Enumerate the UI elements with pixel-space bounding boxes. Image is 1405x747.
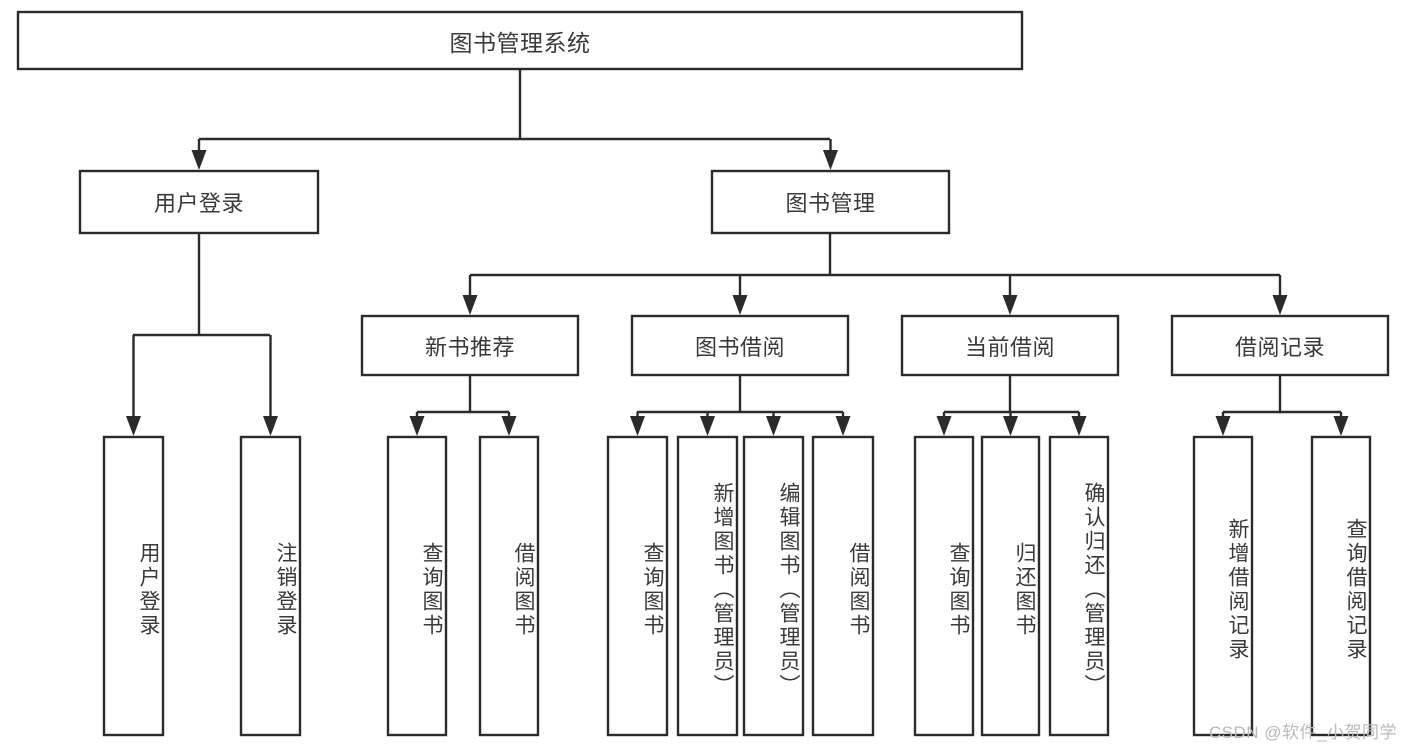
node-box-leaf-query-book-2[interactable] [606,435,669,737]
node-box-leaf-query-record[interactable] [1310,435,1372,737]
arrow-head-icon [126,416,141,436]
node-box-leaf-add-record[interactable] [1192,435,1254,737]
arrow-head-icon [936,416,952,436]
node-box-leaf-edit-book[interactable] [742,435,805,737]
node-box-new-book-rec[interactable] [360,314,580,377]
node-box-leaf-logout[interactable] [239,435,302,737]
node-box-book-borrow[interactable] [630,314,850,377]
arrow-head-icon [462,295,478,315]
node-box-leaf-query-book-1[interactable] [386,435,448,737]
node-box-leaf-query-book-3[interactable] [913,435,975,737]
arrow-head-icon [1002,295,1018,315]
arrow-head-icon [835,416,851,436]
node-box-leaf-borrow-book-1[interactable] [478,435,540,737]
arrow-head-icon [630,416,645,436]
arrow-head-icon [766,416,781,436]
node-box-leaf-return-book[interactable] [980,435,1041,737]
arrow-head-icon [1215,416,1231,436]
arrow-head-icon [732,295,748,315]
node-box-book-mgmt[interactable] [710,169,951,235]
node-box-leaf-user-login[interactable] [102,435,165,737]
arrow-head-icon [501,416,517,436]
arrow-head-icon [1333,416,1349,436]
arrow-head-icon [409,416,425,436]
boxes-group [16,10,1390,737]
node-box-user-login[interactable] [78,169,320,235]
arrow-head-icon [1003,416,1018,436]
node-box-leaf-confirm-return[interactable] [1048,435,1110,737]
arrow-head-icon [1071,416,1087,436]
arrow-head-icon [263,416,278,436]
arrow-head-icon [1272,295,1288,315]
node-box-root[interactable] [16,10,1024,71]
node-box-leaf-add-book[interactable] [676,435,739,737]
node-box-current-borrow[interactable] [900,314,1120,377]
edges-group [126,69,1349,436]
arrow-head-icon [823,150,838,170]
node-box-leaf-borrow-book-2[interactable] [811,435,875,737]
arrow-head-icon [700,416,715,436]
arrow-head-icon [191,150,207,170]
node-box-borrow-record[interactable] [1170,314,1390,377]
